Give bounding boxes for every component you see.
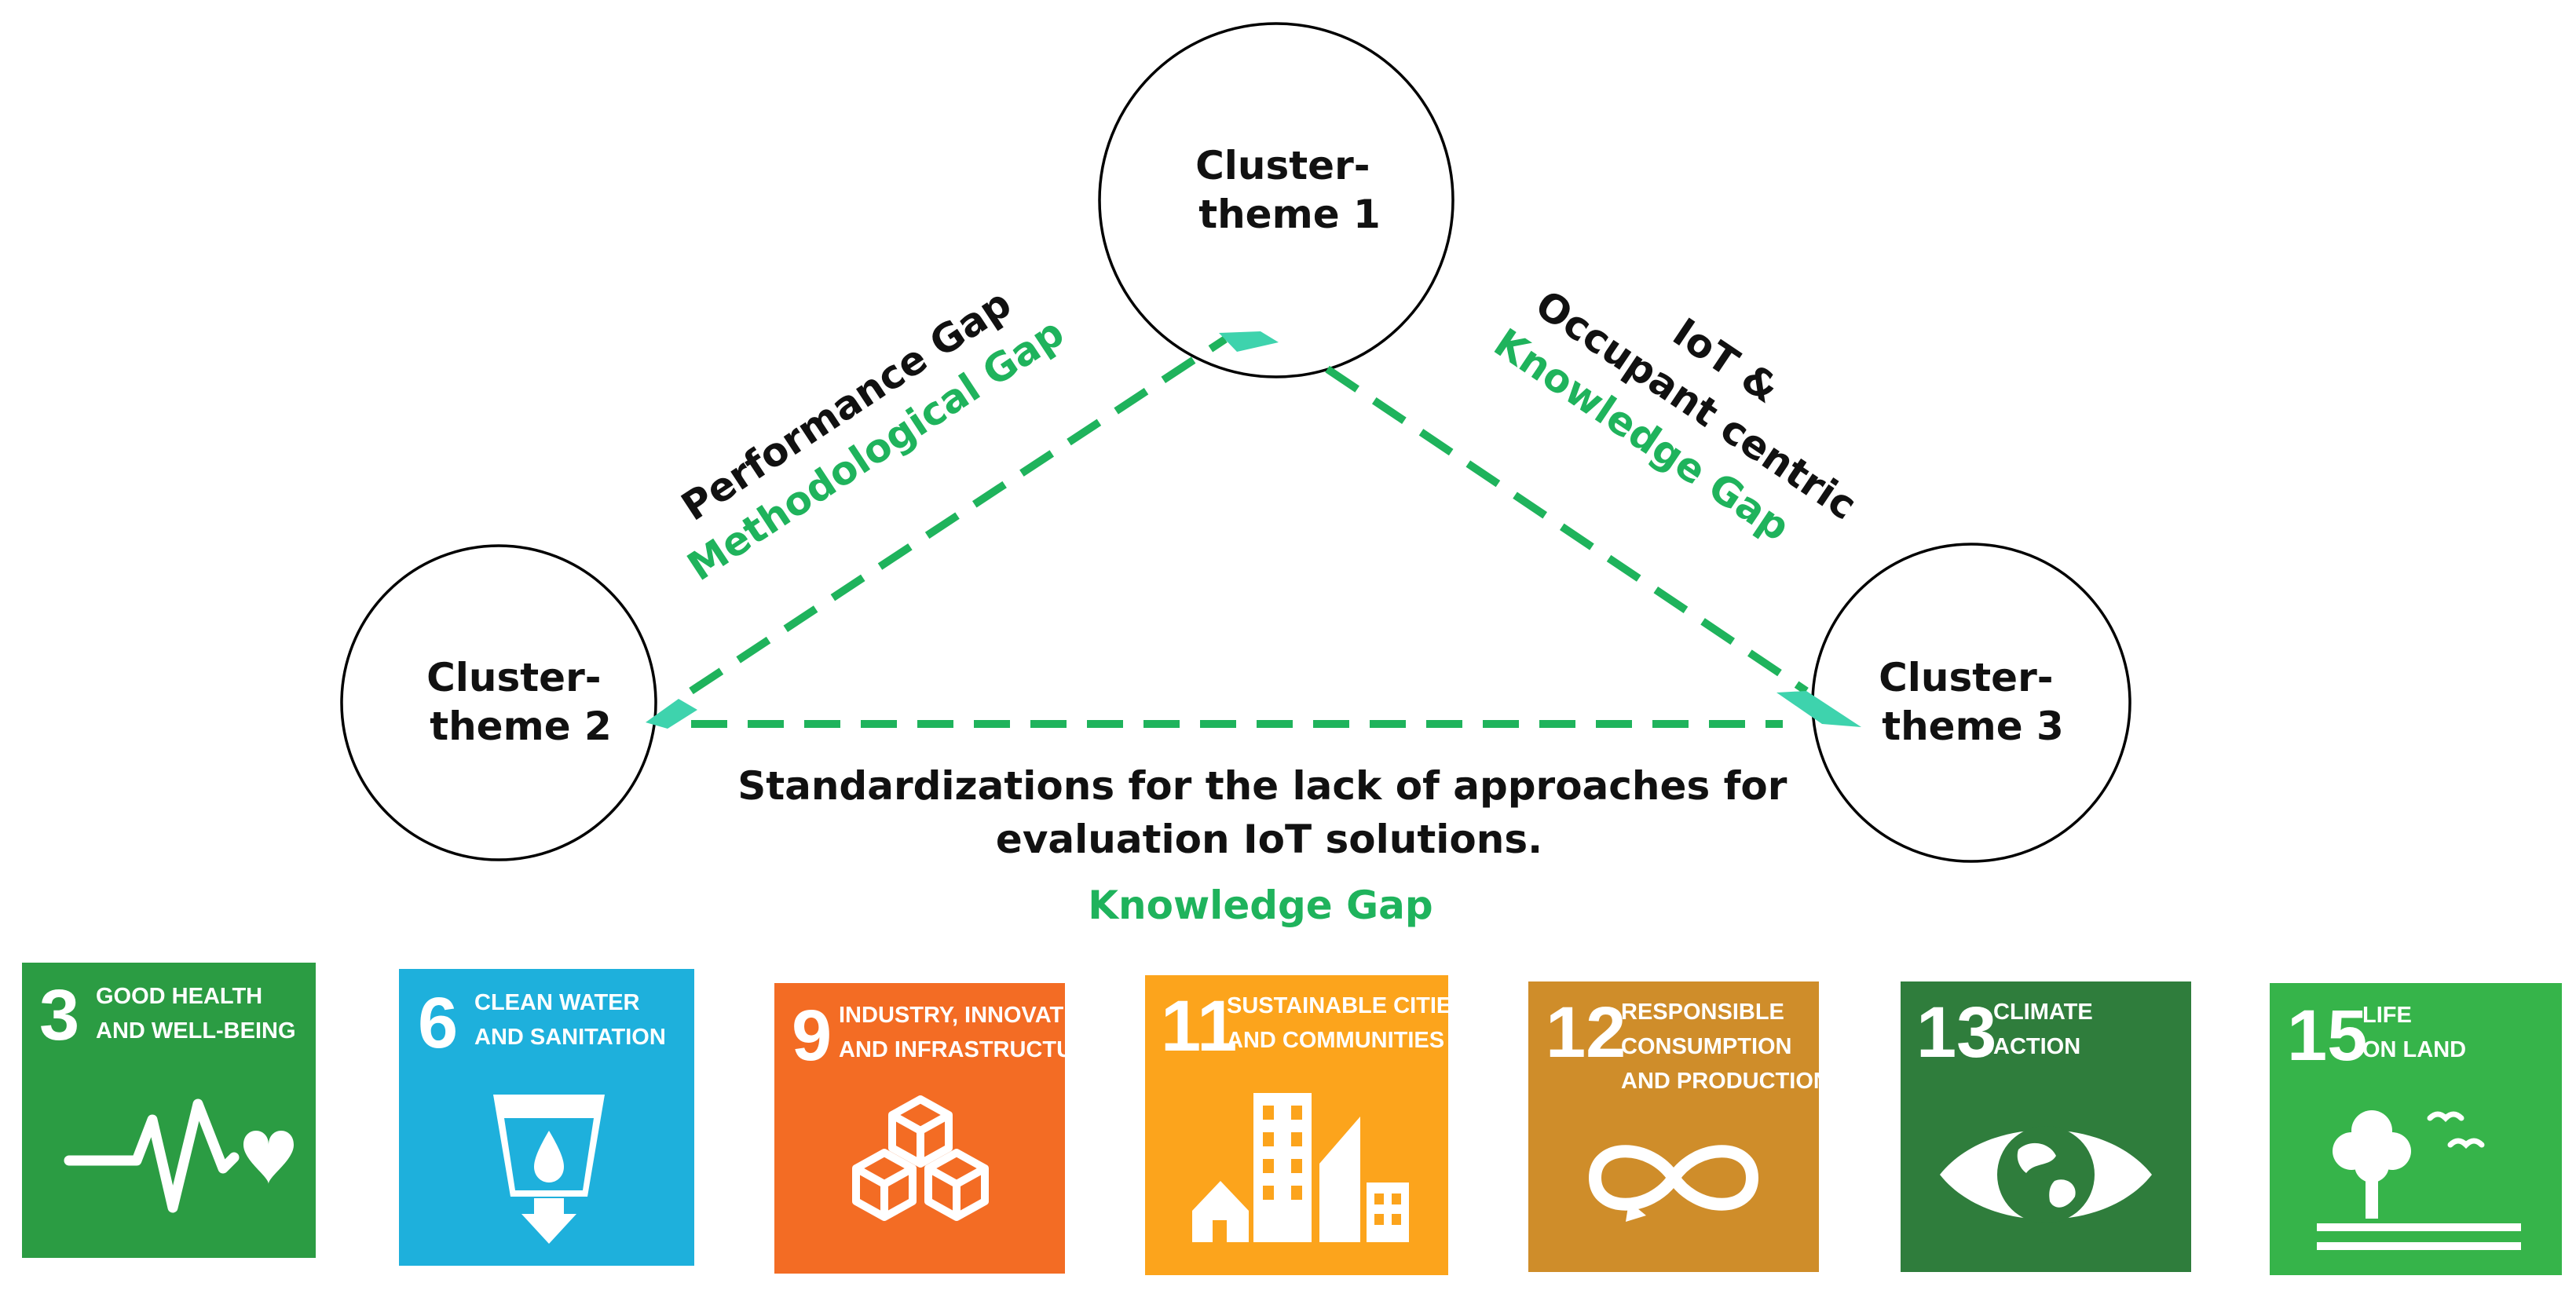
standardizations-label: Standardizations for the lack of approac…	[737, 763, 1801, 862]
sdg-title: RESPONSIBLE CONSUMPTION AND PRODUCTION	[1621, 1000, 1830, 1094]
sdg-title: INDUSTRY, INNOVATION AND INFRASTRUCTURE	[839, 1003, 1111, 1062]
arrow-head-left	[646, 699, 697, 729]
edge-theme1-theme3	[1325, 365, 1809, 695]
sdg-number: 11	[1161, 986, 1237, 1066]
water-glass-icon	[493, 1095, 605, 1244]
edge-theme2-theme1	[689, 335, 1228, 695]
cluster-theme-1-label: Cluster- theme 1	[1195, 143, 1384, 237]
cubes-icon	[852, 1095, 989, 1221]
sdg-title: LIFE ON LAND	[2362, 1003, 2466, 1062]
heartbeat-icon	[64, 1098, 294, 1213]
sdg-12-tile: 12 RESPONSIBLE CONSUMPTION AND PRODUCTIO…	[1528, 981, 1830, 1272]
sdg-13-tile: 13 CLIMATE ACTION	[1901, 981, 2191, 1272]
infinity-icon	[1588, 1145, 1759, 1222]
sdg-15-tile: 15 LIFE ON LAND	[2270, 983, 2562, 1275]
sdg-title: CLIMATE ACTION	[1993, 1000, 2099, 1059]
arrow-head-top	[1219, 331, 1279, 352]
arrow-head-right	[1776, 691, 1861, 727]
sdg-6-tile: 6 CLEAN WATER AND SANITATION	[399, 969, 694, 1266]
sdg-9-tile: 9 INDUSTRY, INNOVATION AND INFRASTRUCTUR…	[774, 983, 1111, 1274]
eye-globe-icon	[1940, 1126, 2152, 1223]
cluster-theme-2-node	[340, 544, 657, 861]
sdg-title: SUSTAINABLE CITIES AND COMMUNITIES	[1227, 993, 1473, 1053]
sdg-number: 12	[1546, 992, 1626, 1073]
sdg-title: CLEAN WATER AND SANITATION	[474, 990, 666, 1050]
sdg-title: GOOD HEALTH AND WELL-BEING	[96, 984, 296, 1044]
cluster-theme-3-node	[1811, 543, 2131, 863]
sdg-3-tile: 3 GOOD HEALTH AND WELL-BEING	[22, 963, 316, 1258]
sdg-11-tile: 11 SUSTAINABLE CITIES AND COMMUNITIES	[1145, 975, 1473, 1275]
tree-birds-icon	[2317, 1110, 2521, 1250]
sdg-number: 13	[1916, 992, 1996, 1073]
sdg-number: 15	[2287, 996, 2367, 1076]
sdg-number: 9	[792, 996, 832, 1076]
cluster-theme-2-label: Cluster- theme 2	[426, 655, 615, 749]
cluster-theme-1-node	[1098, 22, 1454, 378]
knowledge-gap-bottom-label: Knowledge Gap	[1088, 883, 1433, 928]
city-icon	[1192, 1093, 1409, 1242]
cluster-theme-3-label: Cluster- theme 3	[1879, 655, 2067, 749]
sdg-number: 6	[418, 983, 458, 1063]
sdg-number: 3	[39, 975, 79, 1055]
